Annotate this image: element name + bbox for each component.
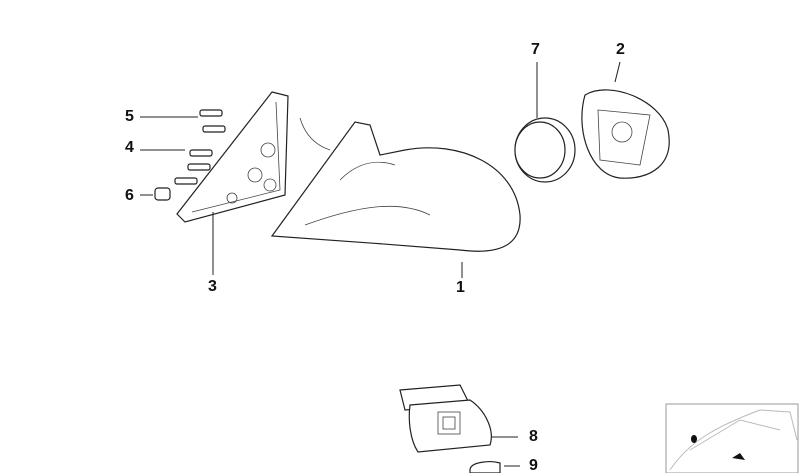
callout-1: 1 xyxy=(456,279,465,296)
callout-5: 5 xyxy=(125,108,134,125)
callout-9: 9 xyxy=(529,457,538,473)
callout-8: 8 xyxy=(529,428,538,445)
switch-drawing xyxy=(399,384,520,473)
callout-4: 4 xyxy=(125,139,134,156)
callout-2: 2 xyxy=(616,41,625,58)
car-location-thumbnail xyxy=(665,403,799,473)
screws-drawing xyxy=(140,109,226,201)
callout-6: 6 xyxy=(125,187,134,204)
callout-7: 7 xyxy=(531,41,540,58)
callout-3: 3 xyxy=(208,278,217,295)
mirror-housing-drawing xyxy=(270,117,521,278)
glass-carrier-drawing xyxy=(581,61,670,179)
mounting-plate-drawing xyxy=(176,91,289,275)
mirror-motor-drawing xyxy=(514,62,576,183)
